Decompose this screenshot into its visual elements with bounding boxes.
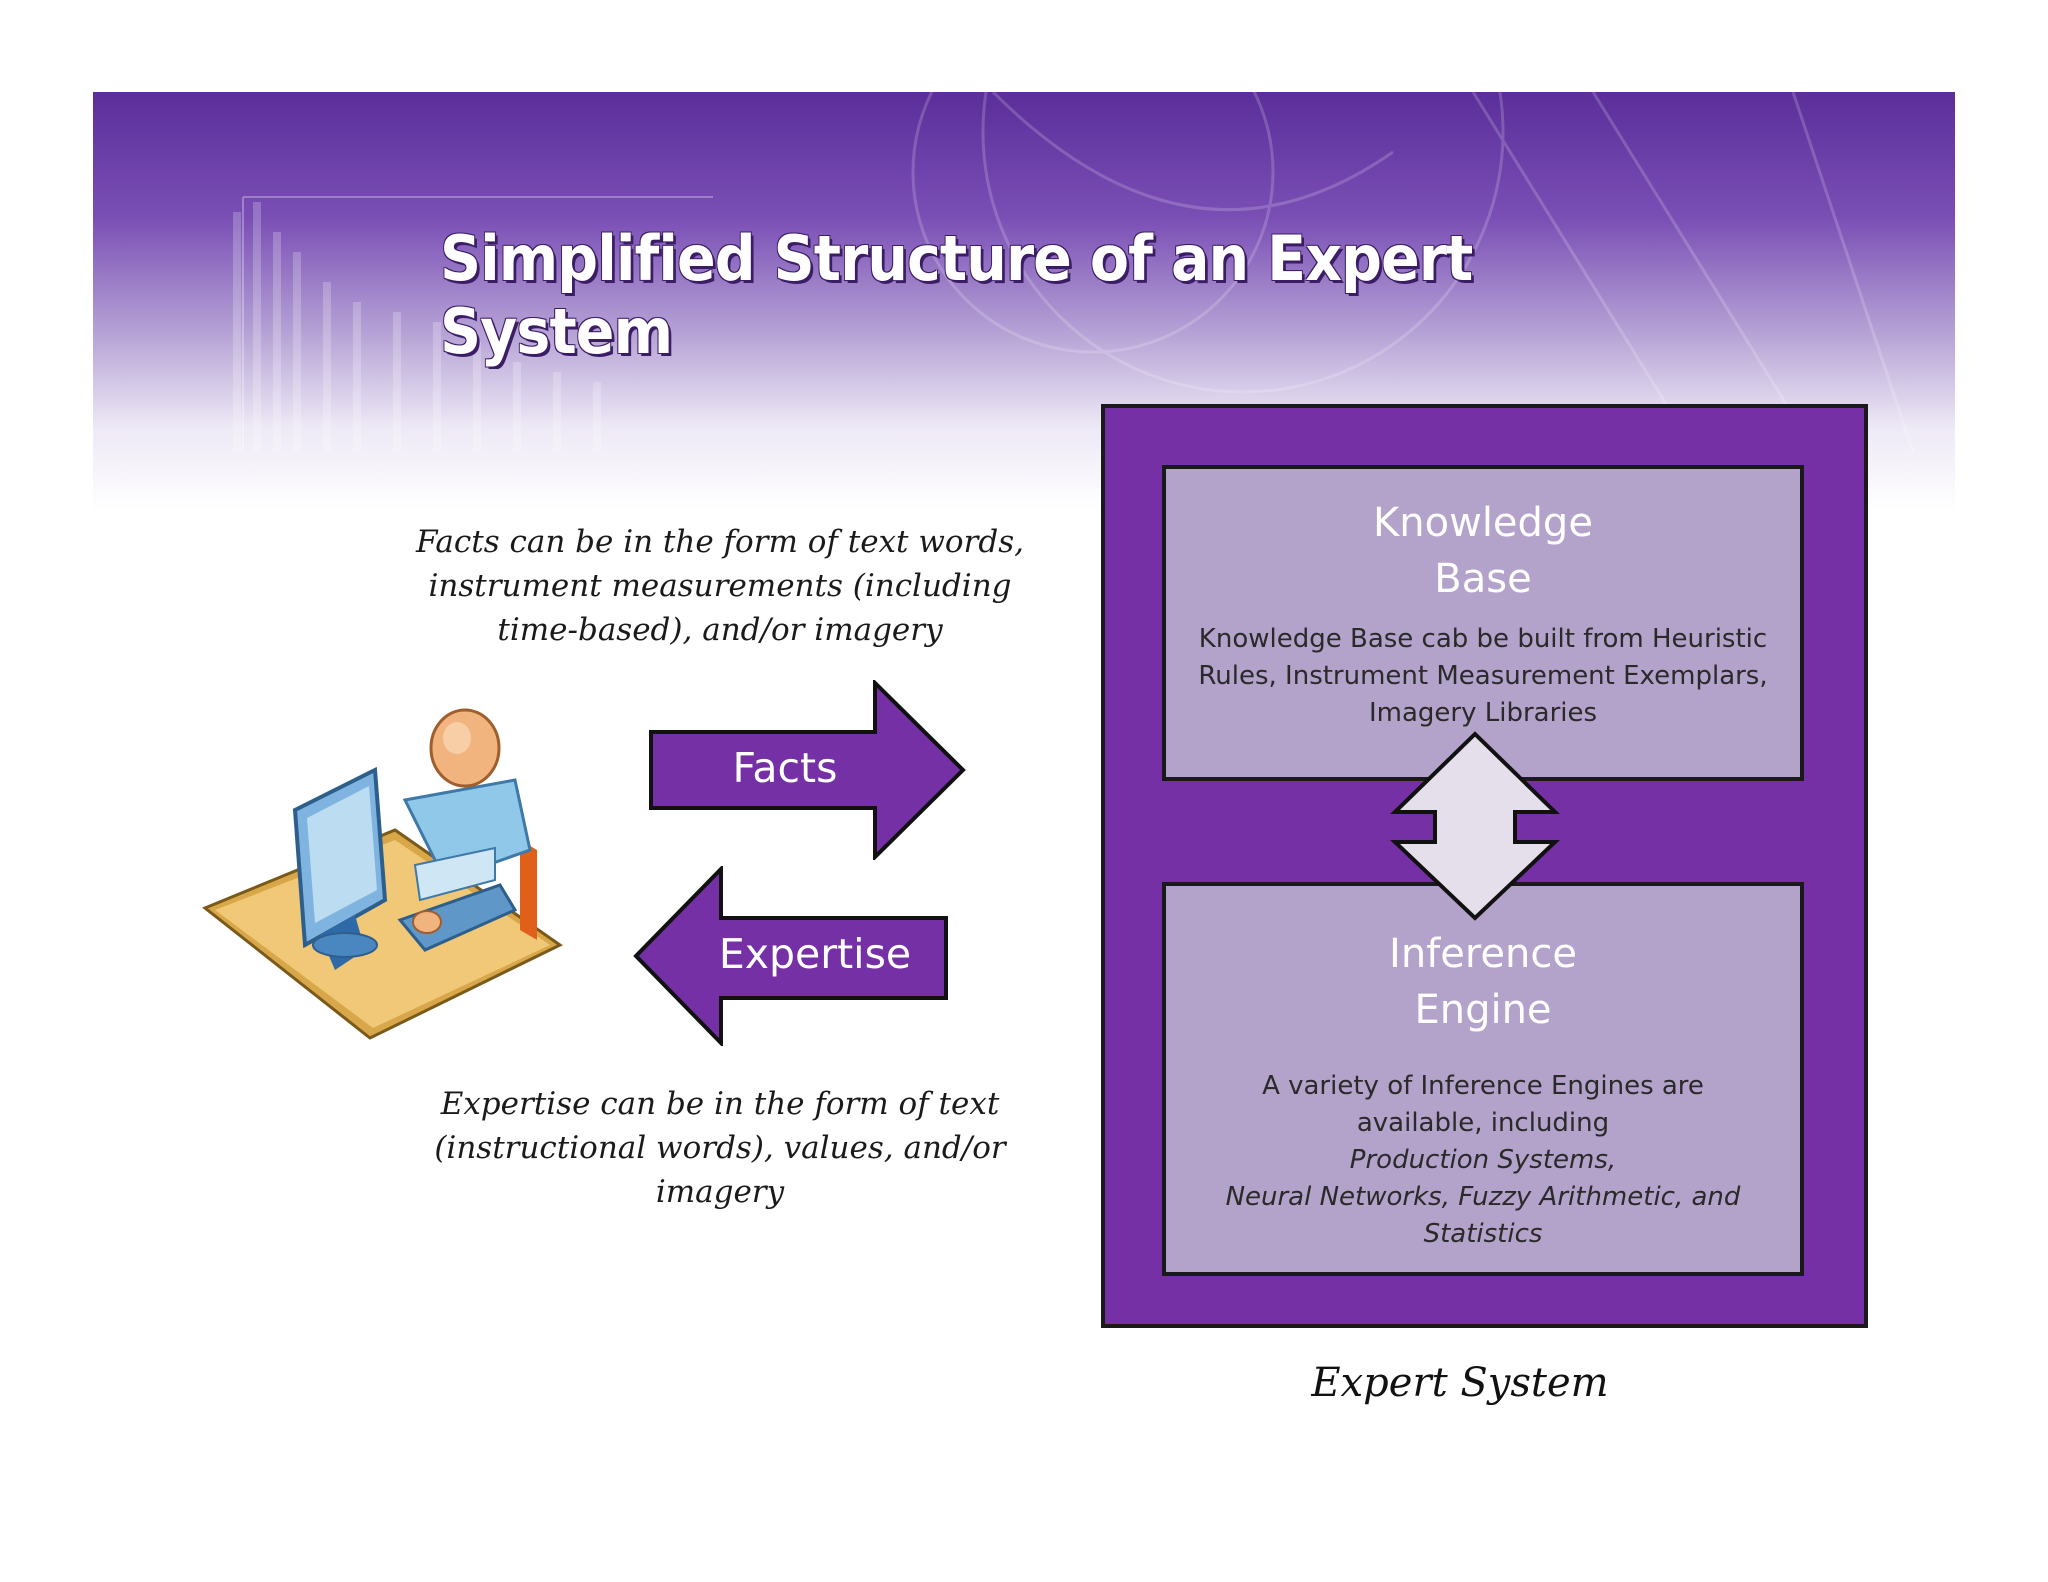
knowledge-base-box: Knowledge Base Knowledge Base cab be bui… (1162, 465, 1804, 781)
inference-engine-description: A variety of Inference Engines are avail… (1166, 1068, 1800, 1253)
inference-engine-desc-line: available, including (1356, 1108, 1610, 1138)
facts-note: Facts can be in the form of text words, … (380, 520, 1060, 652)
inference-engine-box: Inference Engine A variety of Inference … (1162, 882, 1804, 1276)
expertise-note-line: Expertise can be in the form of text (440, 1086, 1000, 1122)
facts-arrow-label: Facts (732, 744, 838, 792)
expert-system-caption: Expert System (1311, 1360, 1609, 1406)
inference-engine-title: Inference (1389, 931, 1577, 977)
knowledge-base-description: Knowledge Base cab be built from Heurist… (1166, 621, 1800, 732)
user-at-computer-icon (202, 708, 563, 1040)
expertise-arrow-label: Expertise (718, 930, 912, 978)
inference-engine-desc-line: A variety of Inference Engines are (1262, 1071, 1704, 1101)
knowledge-base-title: Base (1434, 556, 1532, 602)
knowledge-base-title: Knowledge (1373, 500, 1593, 546)
inference-engine-title: Engine (1414, 987, 1552, 1033)
banner-decoration (233, 92, 1915, 512)
expertise-note-line: (instructional words), values, and/or im… (434, 1130, 1006, 1210)
double-arrow-icon (1390, 731, 1560, 921)
knowledge-base-desc-line: Knowledge Base cab be built from Heurist… (1198, 624, 1768, 654)
facts-note-line: instrument measurements (including (428, 568, 1012, 604)
knowledge-base-desc-line: Imagery Libraries (1368, 698, 1598, 728)
facts-arrow (649, 680, 966, 860)
facts-note-line: Facts can be in the form of text words, (416, 524, 1024, 560)
knowledge-base-desc-line: Rules, Instrument Measurement Exemplars, (1198, 661, 1768, 691)
expertise-arrow (633, 866, 948, 1046)
inference-engine-desc-italic: Statistics (1423, 1219, 1543, 1249)
inference-engine-desc-italic: Neural Networks, Fuzzy Arithmetic, and (1225, 1182, 1741, 1212)
header-banner (93, 92, 1955, 512)
page-title: Simplified Structure of an Expert System (440, 222, 1473, 368)
inference-engine-desc-italic: Production Systems, (1349, 1145, 1617, 1175)
expertise-note: Expertise can be in the form of text (in… (380, 1082, 1060, 1214)
facts-note-line: time-based), and/or imagery (497, 612, 943, 648)
